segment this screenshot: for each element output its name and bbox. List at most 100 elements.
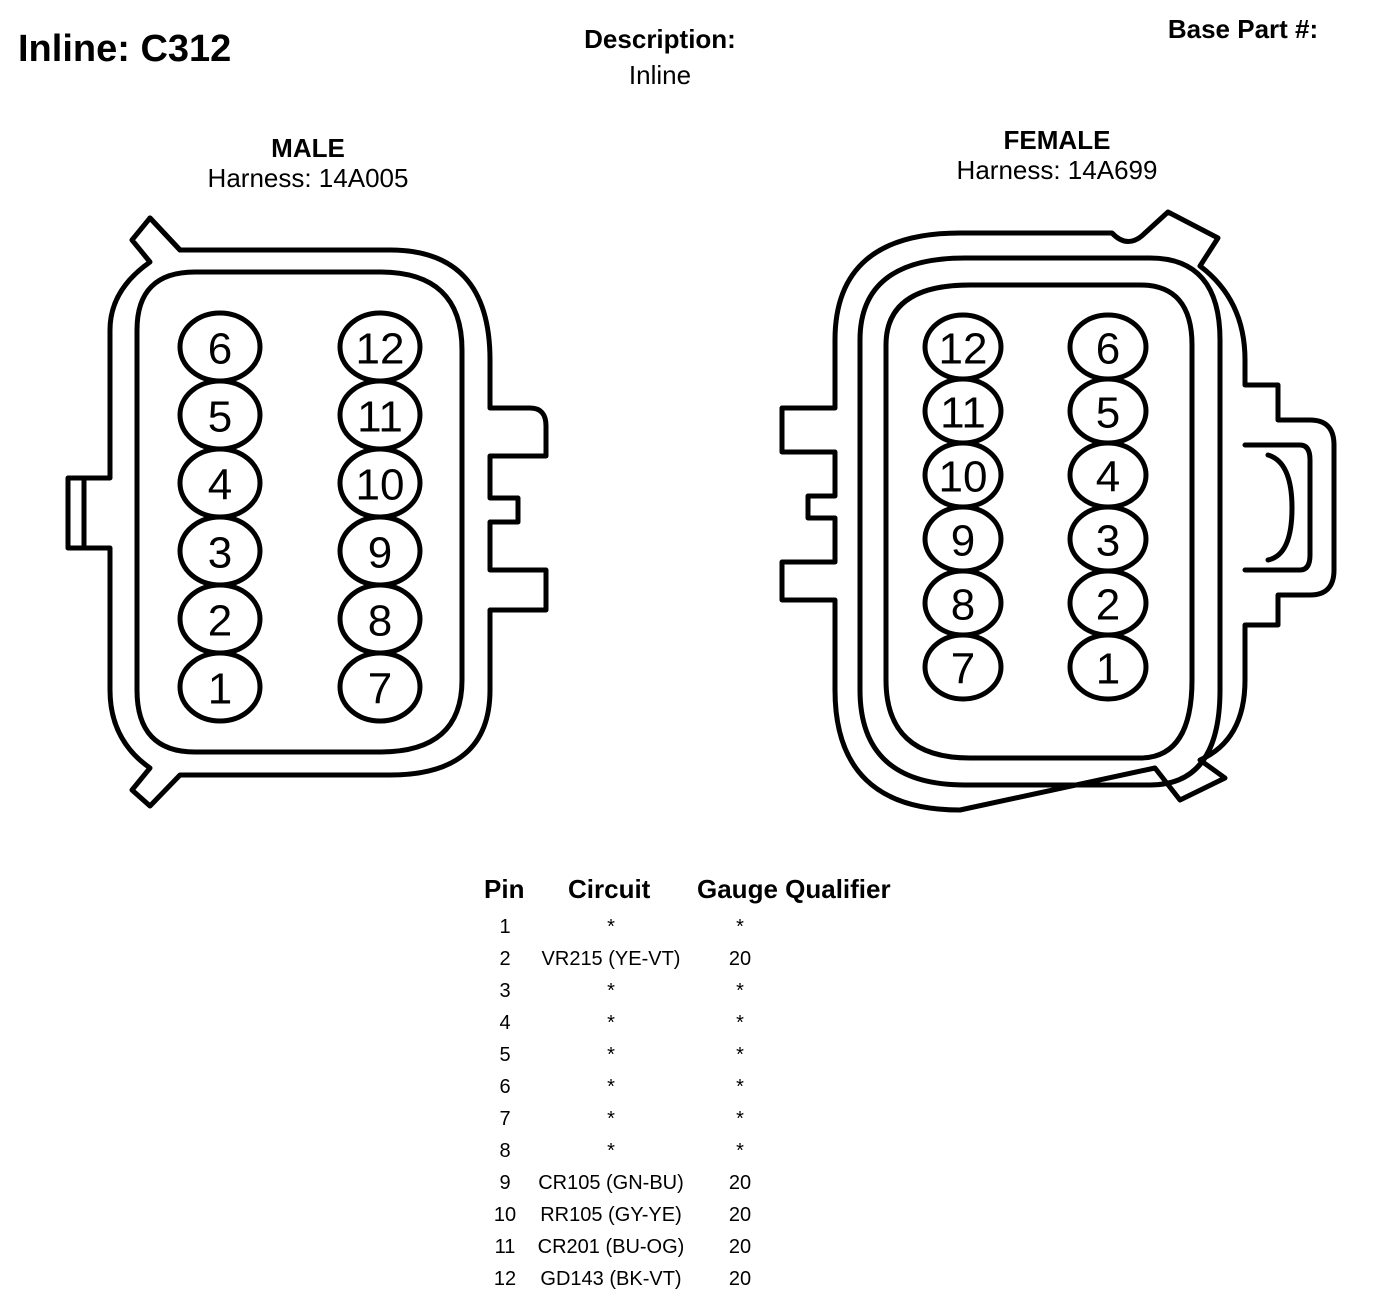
table-cell-circuit: * <box>607 1108 615 1130</box>
table-cell-gauge: * <box>736 1012 744 1034</box>
pin-number: 1 <box>208 665 232 714</box>
pin-2: 2 <box>177 582 263 656</box>
table-cell-circuit: * <box>607 916 615 938</box>
pin-9: 9 <box>337 514 423 588</box>
pin-4: 4 <box>177 446 263 520</box>
table-cell-gauge: 20 <box>728 1268 752 1290</box>
female-latch-outline <box>1242 442 1313 573</box>
description-value: Inline <box>628 60 692 90</box>
pin-9: 9 <box>922 504 1004 574</box>
table-cell-circuit: GD143 (BK-VT) <box>540 1268 682 1290</box>
pin-10: 10 <box>922 440 1004 510</box>
pin-number: 9 <box>368 529 392 578</box>
base-part-label: Base Part #: <box>1167 14 1319 44</box>
pin-2: 2 <box>1067 568 1149 638</box>
female-latch-inner <box>1265 452 1295 563</box>
pin-7: 7 <box>337 650 423 724</box>
pin-number: 4 <box>208 461 232 510</box>
table-cell-circuit: * <box>607 1044 615 1066</box>
pin-circle <box>337 650 423 724</box>
male-inner-shell <box>134 269 465 755</box>
pin-number: 6 <box>1096 325 1120 374</box>
table-cell-pin: 6 <box>499 1076 511 1098</box>
pin-3: 3 <box>1067 504 1149 574</box>
male-connector-title: MALE <box>271 133 345 163</box>
female-harness-label: Harness: 14A699 <box>956 155 1158 185</box>
table-cell-gauge: * <box>736 980 744 1002</box>
table-cell-gauge: 20 <box>728 1172 752 1194</box>
table-cell-pin: 11 <box>494 1236 516 1258</box>
table-cell-gauge: 20 <box>728 948 752 970</box>
pin-number: 5 <box>1096 389 1120 438</box>
table-cell-circuit: VR215 (YE-VT) <box>541 948 681 970</box>
pin-11: 11 <box>922 376 1004 446</box>
table-cell-gauge: * <box>736 916 744 938</box>
pin-number: 12 <box>939 325 988 374</box>
table-cell-gauge: 20 <box>728 1204 752 1226</box>
pin-circle <box>922 632 1004 702</box>
table-cell-pin: 2 <box>499 948 511 970</box>
pin-1: 1 <box>1067 632 1149 702</box>
pin-number: 12 <box>356 325 405 374</box>
pin-5: 5 <box>1067 376 1149 446</box>
table-cell-gauge: * <box>736 1076 744 1098</box>
pin-number: 1 <box>1096 645 1120 694</box>
pin-number: 7 <box>368 665 392 714</box>
pin-number: 2 <box>208 597 232 646</box>
pin-number: 11 <box>940 389 986 438</box>
table-cell-circuit: * <box>607 1140 615 1162</box>
table-cell-pin: 7 <box>499 1108 511 1130</box>
pin-number: 10 <box>356 461 405 510</box>
table-cell-circuit: * <box>607 1076 615 1098</box>
female-outer-shell <box>779 209 1337 813</box>
pin-4: 4 <box>1067 440 1149 510</box>
table-header-gauge-qualifier: Gauge Qualifier <box>697 874 891 904</box>
table-cell-circuit: CR105 (GN-BU) <box>538 1172 684 1194</box>
page-title: Inline: C312 <box>18 28 232 70</box>
pin-7: 7 <box>922 632 1004 702</box>
pin-12: 12 <box>922 312 1004 382</box>
pin-number: 6 <box>208 325 232 374</box>
pin-circle <box>177 650 263 724</box>
pin-12: 12 <box>337 310 423 384</box>
table-cell-pin: 9 <box>499 1172 511 1194</box>
pin-11: 11 <box>337 378 423 452</box>
pin-8: 8 <box>337 582 423 656</box>
description-label: Description: <box>584 24 736 54</box>
table-header-pin: Pin <box>484 874 525 904</box>
pin-number: 10 <box>939 453 988 502</box>
pin-8: 8 <box>922 568 1004 638</box>
male-outer-shell <box>65 215 549 809</box>
table-cell-circuit: CR201 (BU-OG) <box>537 1236 685 1258</box>
table-cell-circuit: * <box>607 980 615 1002</box>
table-cell-gauge: * <box>736 1044 744 1066</box>
table-cell-pin: 1 <box>499 916 511 938</box>
female-middle-shell <box>857 255 1223 788</box>
table-cell-circuit: * <box>607 1012 615 1034</box>
pin-number: 7 <box>951 645 975 694</box>
table-cell-pin: 8 <box>499 1140 511 1162</box>
female-connector: 12 11 10 9 8 7 6 5 4 3 2 1 <box>779 209 1337 813</box>
table-cell-gauge: * <box>736 1108 744 1130</box>
pin-number: 2 <box>1096 581 1120 630</box>
pin-3: 3 <box>177 514 263 588</box>
pin-number: 5 <box>208 393 232 442</box>
table-header-circuit: Circuit <box>568 874 651 904</box>
pin-number: 9 <box>951 517 975 566</box>
table-cell-gauge: * <box>736 1140 744 1162</box>
table-cell-pin: 10 <box>493 1204 517 1226</box>
pin-6: 6 <box>177 310 263 384</box>
male-top-tab <box>147 215 183 253</box>
table-cell-pin: 4 <box>499 1012 511 1034</box>
pin-number: 3 <box>1096 517 1120 566</box>
pin-number: 8 <box>951 581 975 630</box>
female-pins: 12 11 10 9 8 7 6 5 4 3 2 1 <box>922 312 1149 702</box>
table-cell-circuit: RR105 (GY-YE) <box>540 1204 682 1226</box>
female-connector-title: FEMALE <box>1003 125 1111 155</box>
table-cell-pin: 3 <box>499 980 511 1002</box>
pin-number: 8 <box>368 597 392 646</box>
pin-number: 4 <box>1096 453 1120 502</box>
pin-5: 5 <box>177 378 263 452</box>
